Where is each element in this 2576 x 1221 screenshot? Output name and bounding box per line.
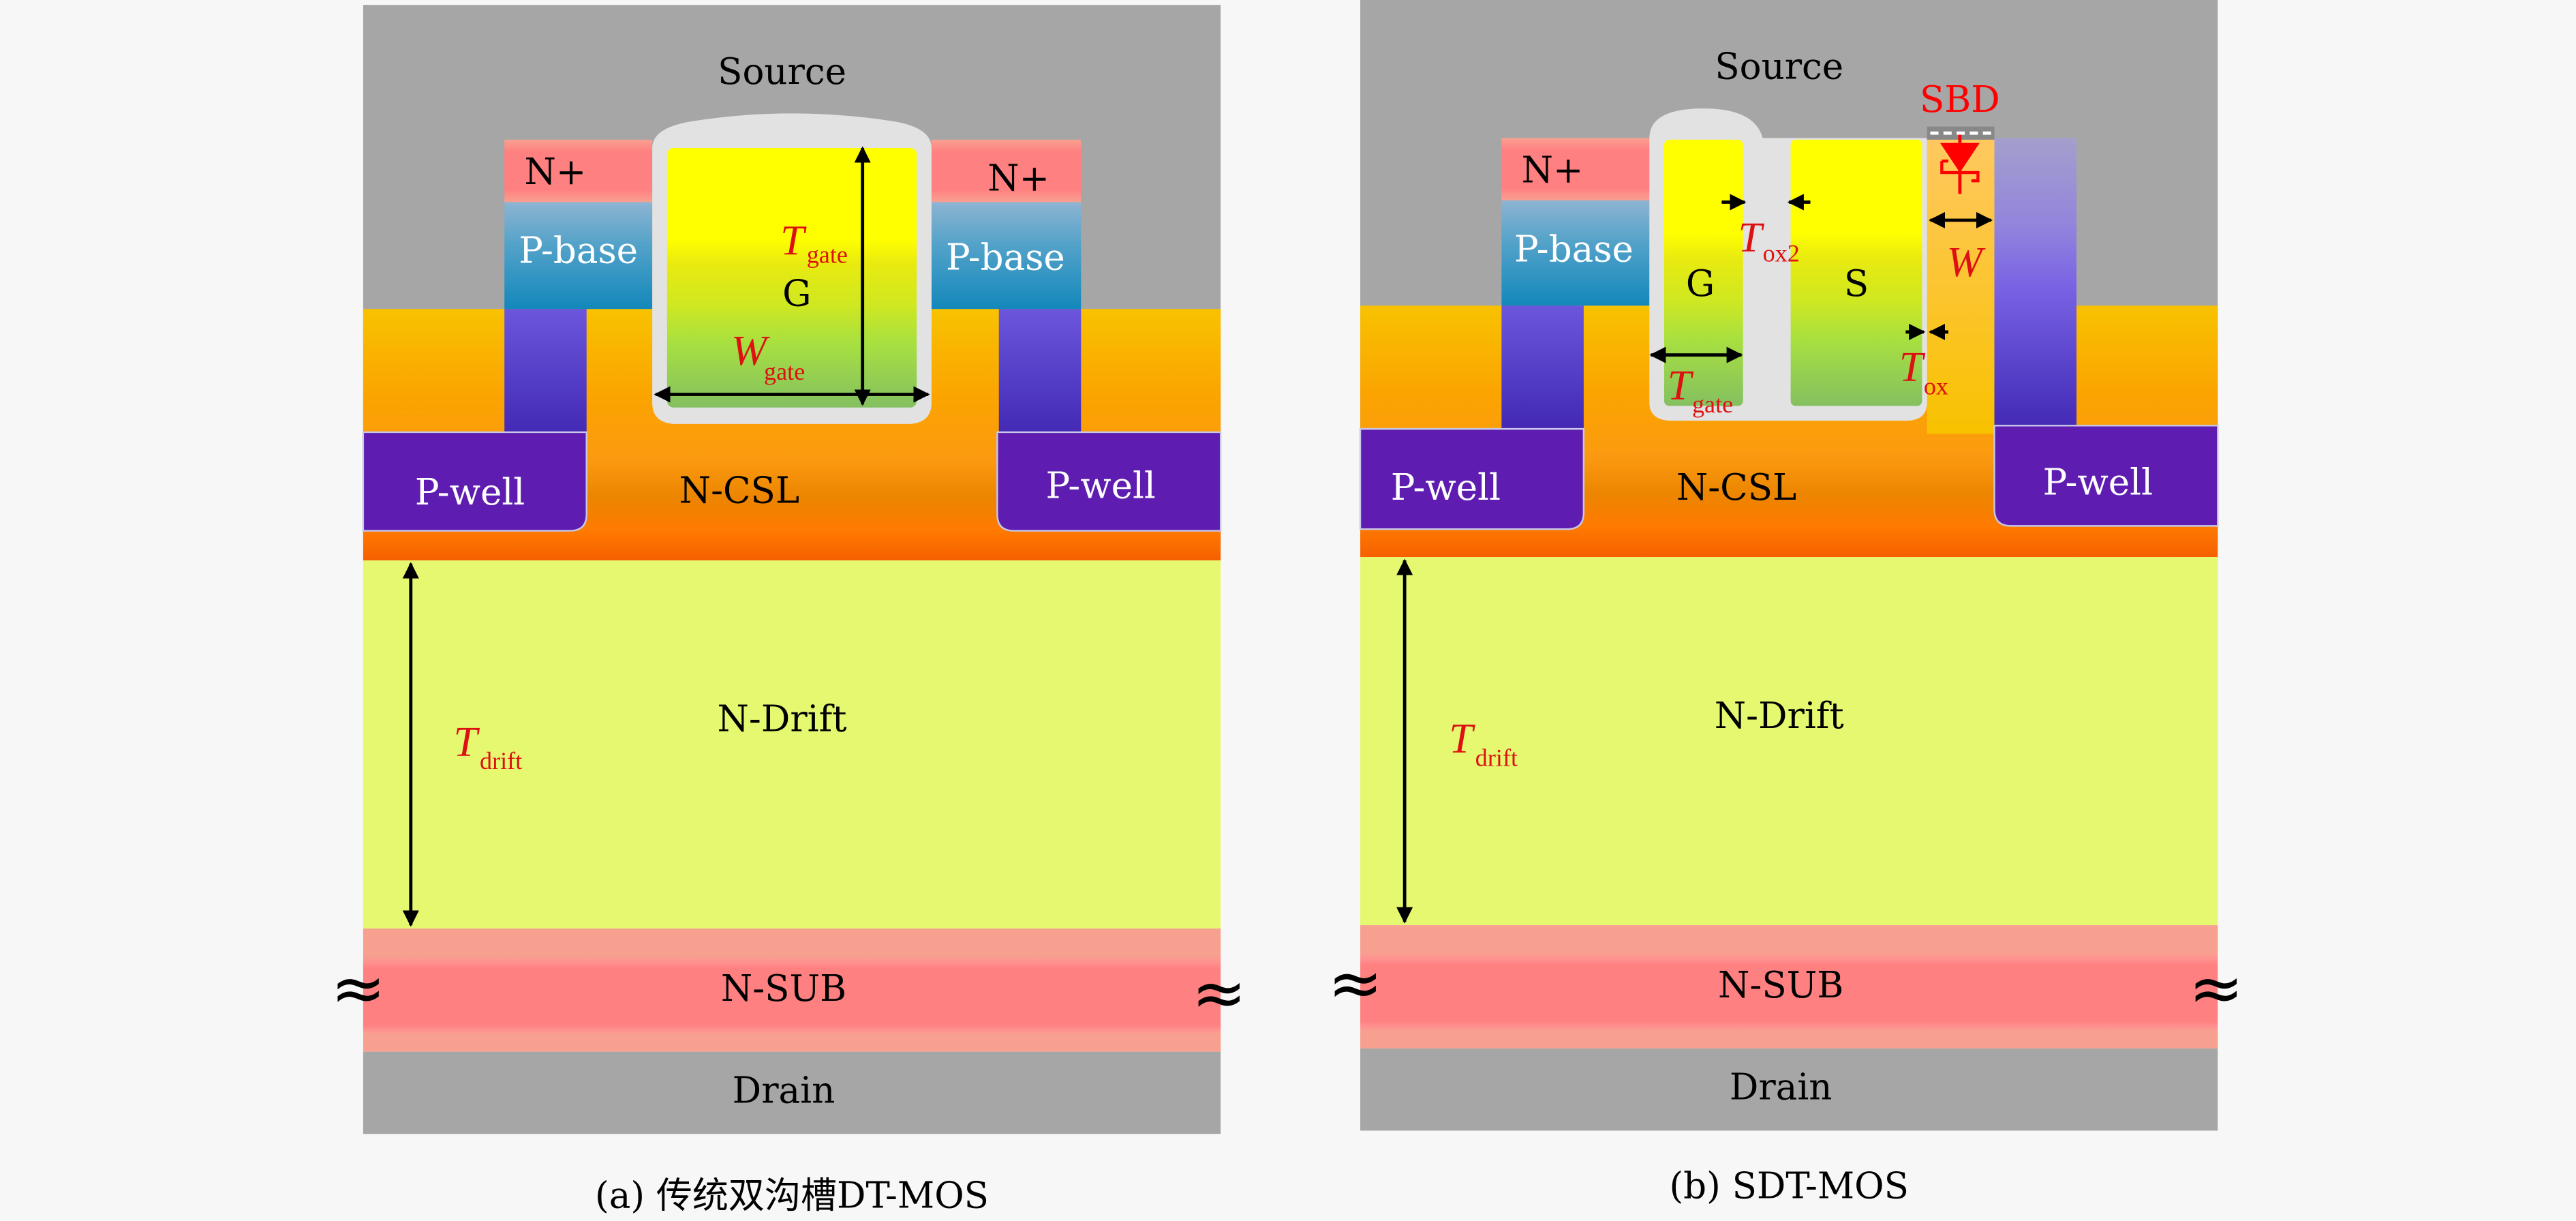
p-well-left — [362, 431, 587, 532]
drain-label: Drain — [1730, 1066, 1833, 1109]
p-well-left — [1359, 427, 1585, 530]
caption-b: (b) SDT-MOS — [1669, 1164, 1909, 1207]
n-drift-label: N-Drift — [1715, 695, 1844, 737]
w-gate-subscript: gate — [764, 358, 805, 385]
p-column-left — [1501, 305, 1584, 434]
t-drift-subscript: drift — [1475, 744, 1518, 771]
split-source-poly — [1790, 139, 1922, 406]
p-column-right — [998, 309, 1082, 441]
t-gate-symbol: T — [1668, 361, 1694, 409]
t-drift-symbol: T — [453, 718, 480, 766]
n-sub-region — [1360, 925, 2218, 1049]
p-well-right — [996, 431, 1222, 532]
p-well-left-label: P-well — [1391, 466, 1501, 509]
schottky-diode-icon — [1927, 126, 1995, 194]
p-well-right — [1993, 425, 2219, 527]
n-sub-label: N-SUB — [1718, 964, 1843, 1006]
figure-a: Source N+ N+ P-base P-base G P-well P-we… — [331, 5, 1246, 1217]
t-ox2-symbol: T — [1738, 213, 1764, 261]
t-gate-symbol: T — [780, 217, 807, 265]
n-drift-region — [1360, 557, 2218, 926]
p-base-left-label: P-base — [519, 230, 638, 272]
drain-metal — [1360, 1048, 2218, 1131]
p-base-right — [931, 202, 1082, 310]
source-label: Source — [718, 50, 846, 93]
t-ox-subscript: ox — [1924, 373, 1948, 400]
p-well-left-label: P-well — [415, 471, 525, 513]
p-well-right-label: P-well — [1046, 464, 1156, 507]
gate-label: G — [782, 272, 811, 314]
p-column-right — [1994, 138, 2077, 434]
w-symbol: W — [1947, 238, 1986, 286]
w-gate-symbol: W — [731, 327, 770, 374]
n-sub-region — [363, 928, 1221, 1052]
w-annotation: W — [1947, 238, 1986, 286]
n-drift-label: N-Drift — [718, 698, 847, 740]
p-base-right-label: P-base — [946, 236, 1065, 278]
gate-label: G — [1686, 262, 1715, 305]
t-drift-annotation: T drift — [1449, 714, 1518, 771]
t-ox-annotation: T ox — [1899, 343, 1948, 400]
p-well-right-label: P-well — [2043, 462, 2153, 504]
t-drift-subscript: drift — [480, 747, 522, 774]
break-icon-left: ≈ — [331, 950, 386, 1026]
gate-poly — [1664, 139, 1743, 406]
t-ox2-annotation: T ox2 — [1738, 213, 1799, 267]
break-icon-right: ≈ — [1191, 955, 1246, 1031]
n-plus-left — [504, 139, 653, 202]
n-drift-region — [363, 560, 1221, 929]
t-gate-subscript: gate — [807, 241, 848, 269]
drain-metal — [363, 1051, 1221, 1134]
t-gate-subscript: gate — [1692, 391, 1733, 418]
break-icon-left: ≈ — [1328, 945, 1383, 1021]
drain-label: Drain — [733, 1069, 835, 1111]
t-ox2-subscript: ox2 — [1763, 239, 1800, 267]
split-source-label: S — [1844, 262, 1869, 305]
p-base-left — [1501, 200, 1650, 306]
p-base-left-label: P-base — [1514, 228, 1634, 270]
n-plus-right-label: N+ — [987, 157, 1049, 200]
n-plus-right — [931, 139, 1082, 202]
caption-a: (a) 传统双沟槽DT-MOS — [595, 1175, 989, 1217]
n-csl-label: N-CSL — [1676, 466, 1796, 509]
sbd-label: SBD — [1920, 78, 2000, 121]
p-base-left — [504, 202, 653, 310]
t-drift-annotation: T drift — [453, 718, 522, 774]
t-ox-symbol: T — [1899, 343, 1926, 391]
source-label: Source — [1715, 46, 1843, 88]
n-plus-left — [1501, 138, 1650, 201]
n-plus-left-label: N+ — [525, 151, 587, 193]
p-column-left — [504, 309, 587, 441]
n-csl-label: N-CSL — [679, 470, 799, 512]
t-gate-annotation: T gate — [1668, 361, 1733, 418]
n-sub-label: N-SUB — [721, 967, 846, 1010]
w-gate-annotation: W gate — [731, 327, 805, 385]
t-gate-annotation: T gate — [780, 217, 848, 269]
t-drift-symbol: T — [1449, 714, 1475, 762]
n-plus-left-label: N+ — [1522, 149, 1584, 192]
figure-b: Source SBD N+ P-base G S P-well P-well N… — [1328, 0, 2243, 1207]
break-icon-right: ≈ — [2189, 950, 2244, 1026]
gate-poly — [666, 147, 917, 408]
